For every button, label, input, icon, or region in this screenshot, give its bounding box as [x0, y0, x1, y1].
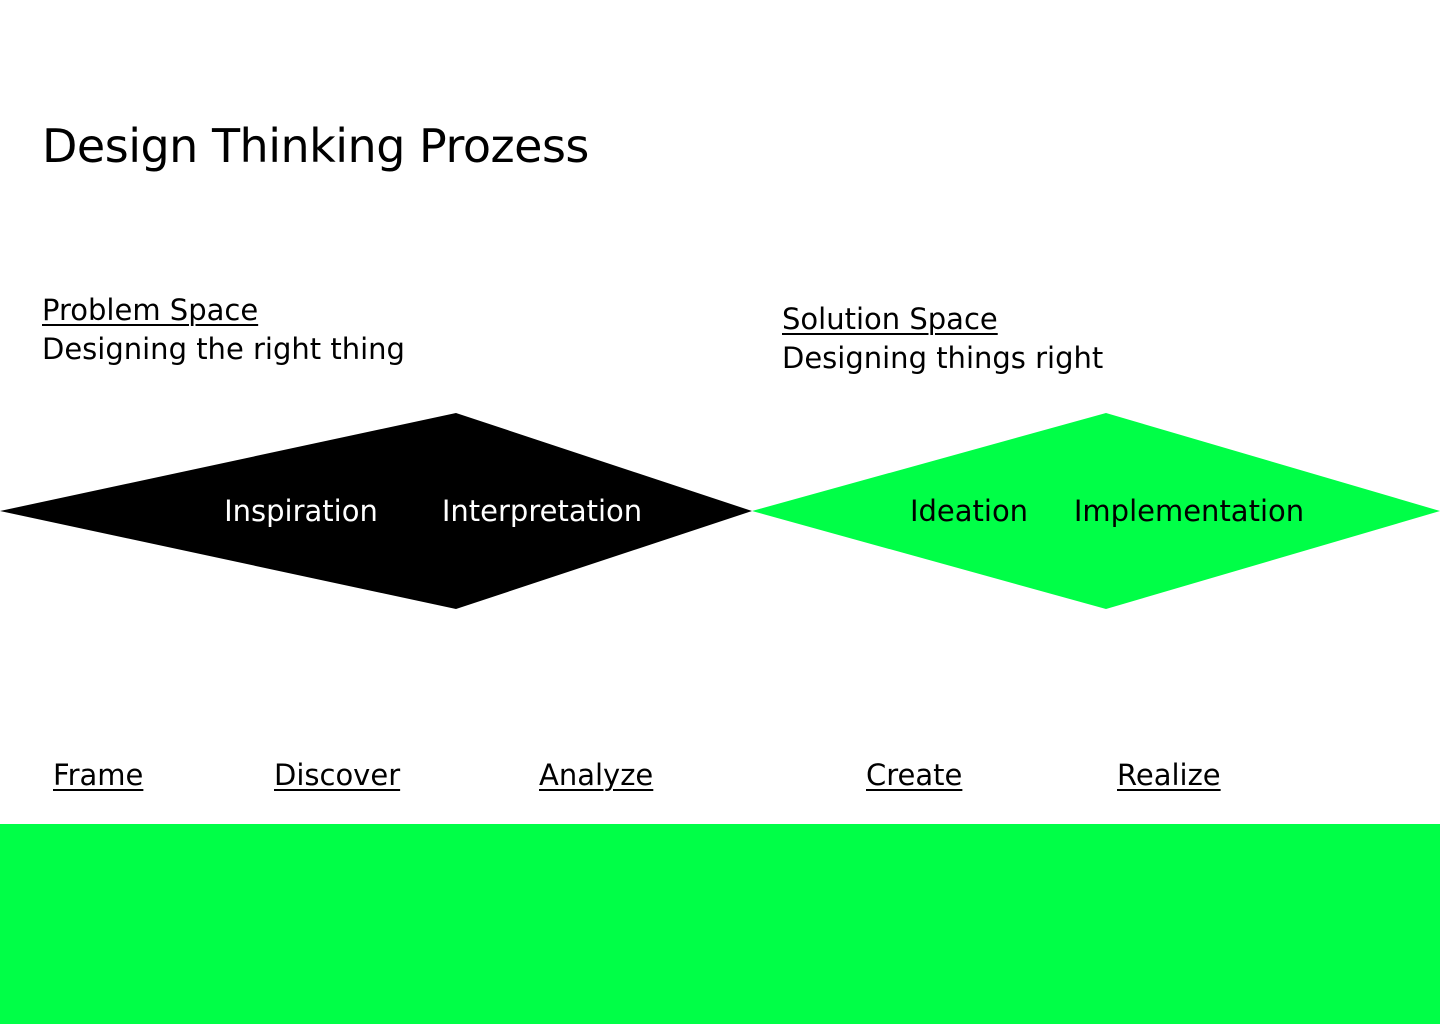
- phase-link-realize[interactable]: Realize: [1117, 758, 1221, 792]
- problem-space-block: Problem Space Designing the right thing: [42, 291, 405, 369]
- solution-space-subtitle: Designing things right: [782, 341, 1104, 375]
- page-title: Design Thinking Prozess: [42, 119, 589, 173]
- solution-space-diamond: [752, 413, 1440, 609]
- problem-space-link[interactable]: Problem Space: [42, 293, 259, 327]
- double-diamond-diagram: Inspiration Interpretation Ideation Impl…: [0, 413, 1440, 609]
- implementation-label: Implementation: [1074, 494, 1304, 528]
- phase-link-analyze[interactable]: Analyze: [539, 758, 654, 792]
- phase-link-frame[interactable]: Frame: [53, 758, 144, 792]
- interpretation-label: Interpretation: [442, 494, 642, 528]
- problem-space-diamond: [0, 413, 752, 609]
- ideation-label: Ideation: [910, 494, 1028, 528]
- solution-space-block: Solution Space Designing things right: [782, 300, 1103, 378]
- phase-link-discover[interactable]: Discover: [274, 758, 401, 792]
- solution-space-link[interactable]: Solution Space: [782, 302, 998, 336]
- phase-link-create[interactable]: Create: [866, 758, 963, 792]
- footer-band: [0, 824, 1440, 1024]
- problem-space-subtitle: Designing the right thing: [42, 332, 405, 366]
- inspiration-label: Inspiration: [224, 494, 378, 528]
